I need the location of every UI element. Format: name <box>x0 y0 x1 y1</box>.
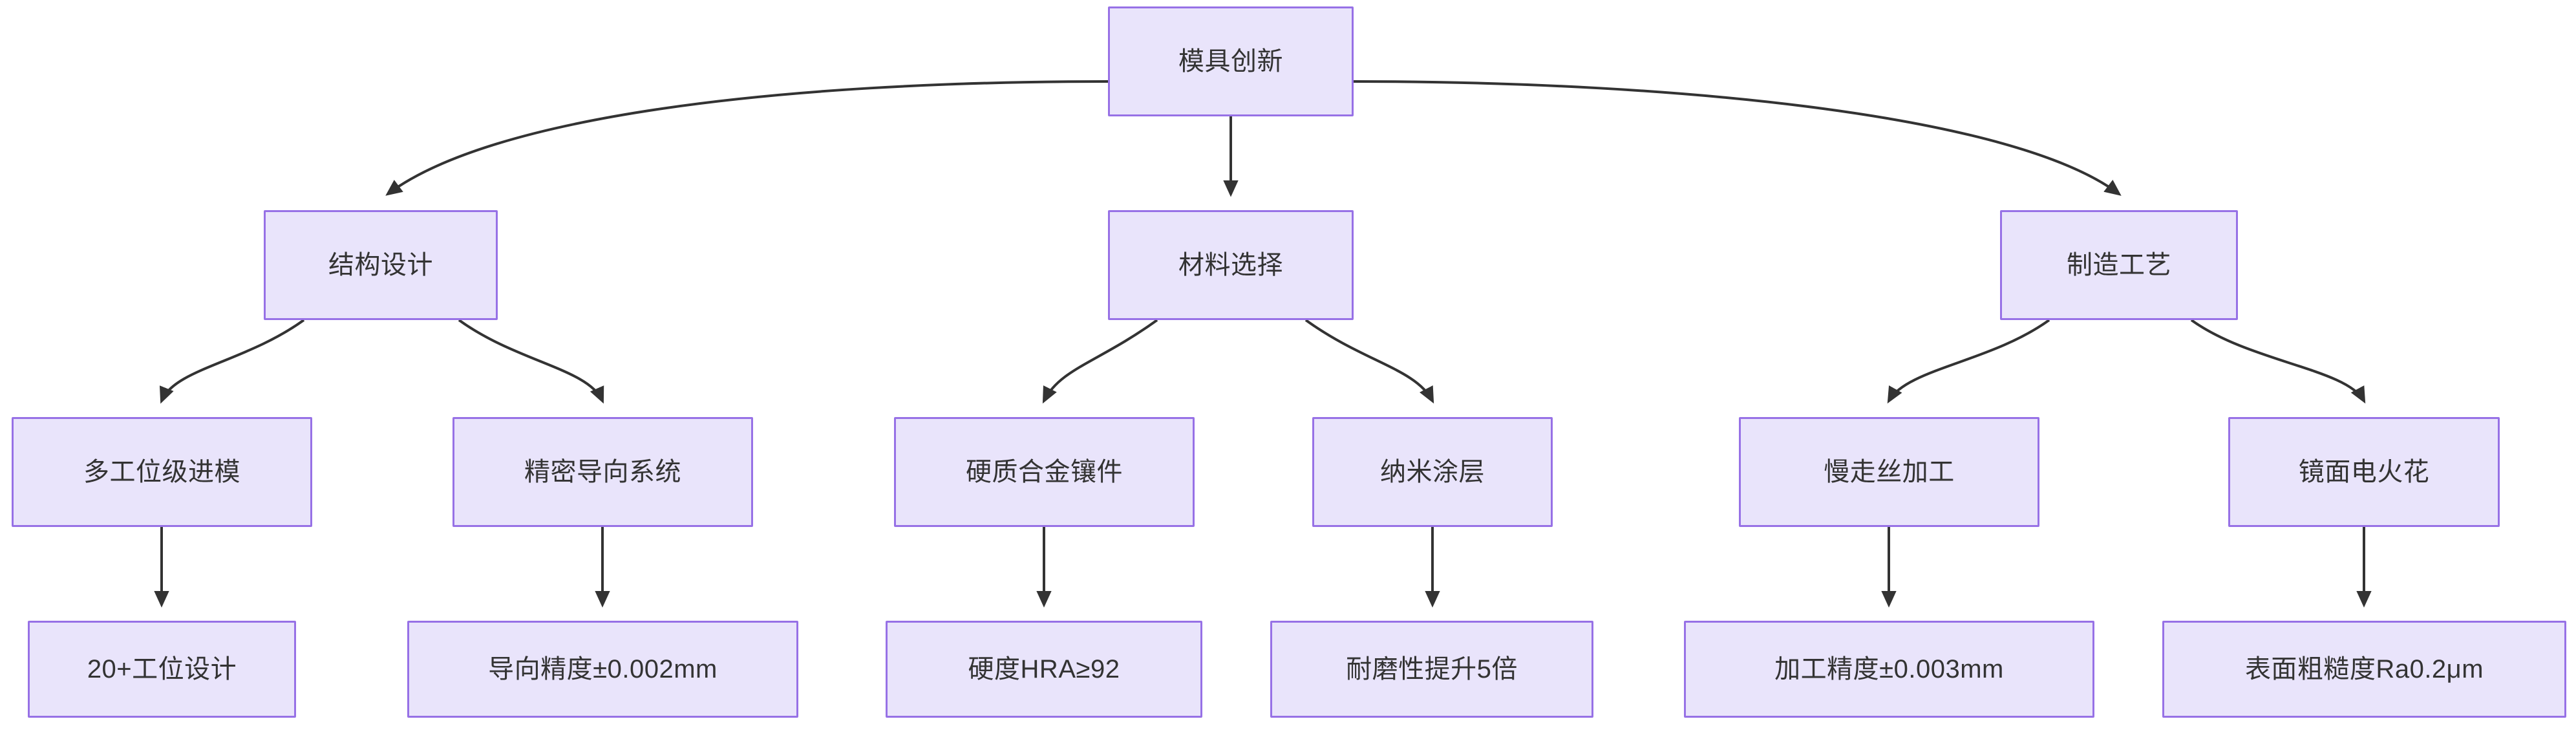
node-label: 精密导向系统 <box>524 458 681 486</box>
node-carbide-insert[interactable]: 硬质合金镶件 <box>894 417 1195 527</box>
node-mirror-edm[interactable]: 镜面电火花 <box>2228 417 2500 527</box>
node-surface-roughness-spec[interactable]: 表面粗糙度Ra0.2μm <box>2162 621 2566 718</box>
node-nano-coating[interactable]: 纳米涂层 <box>1312 417 1553 527</box>
node-label: 结构设计 <box>328 251 433 279</box>
node-hardness-spec[interactable]: 硬度HRA≥92 <box>886 621 1202 718</box>
edge-root-to-structure <box>385 80 1109 196</box>
node-wire-edm-machining[interactable]: 慢走丝加工 <box>1739 417 2039 527</box>
node-label: 表面粗糙度Ra0.2μm <box>2244 655 2484 683</box>
node-label: 导向精度±0.002mm <box>488 655 718 683</box>
node-manufacturing-process[interactable]: 制造工艺 <box>2000 210 2238 320</box>
node-label: 硬质合金镶件 <box>966 458 1123 486</box>
node-label: 20+工位设计 <box>87 655 237 683</box>
node-label: 材料选择 <box>1178 251 1283 279</box>
node-label: 镜面电火花 <box>2298 458 2430 486</box>
node-label: 模具创新 <box>1178 47 1283 76</box>
edge-material-to-carbide-insert <box>1042 319 1158 404</box>
node-label: 耐磨性提升5倍 <box>1346 655 1518 683</box>
node-material-selection[interactable]: 材料选择 <box>1108 210 1354 320</box>
node-precision-guide-system[interactable]: 精密导向系统 <box>452 417 753 527</box>
node-label: 制造工艺 <box>2067 251 2171 279</box>
node-wear-resistance-spec[interactable]: 耐磨性提升5倍 <box>1270 621 1593 718</box>
node-label: 加工精度±0.003mm <box>1774 655 2004 683</box>
node-label: 纳米涂层 <box>1380 458 1485 486</box>
node-multi-station-progressive-die[interactable]: 多工位级进模 <box>12 417 312 527</box>
node-station-design-spec[interactable]: 20+工位设计 <box>28 621 296 718</box>
edge-process-to-mirror-edm <box>2190 319 2366 404</box>
edge-structure-to-progressive-die <box>160 319 305 404</box>
edge-process-to-wire-edm <box>1887 319 2050 404</box>
node-machining-precision-spec[interactable]: 加工精度±0.003mm <box>1684 621 2094 718</box>
edge-root-to-process <box>1353 80 2122 196</box>
edge-material-to-nano-coating <box>1304 319 1434 404</box>
node-label: 多工位级进模 <box>83 458 240 486</box>
node-structural-design[interactable]: 结构设计 <box>264 210 498 320</box>
node-label: 慢走丝加工 <box>1824 458 1955 486</box>
edge-structure-to-guide-system <box>458 319 604 404</box>
node-label: 硬度HRA≥92 <box>968 655 1120 683</box>
node-guide-precision-spec[interactable]: 导向精度±0.002mm <box>407 621 798 718</box>
node-root-mold-innovation[interactable]: 模具创新 <box>1108 6 1354 116</box>
